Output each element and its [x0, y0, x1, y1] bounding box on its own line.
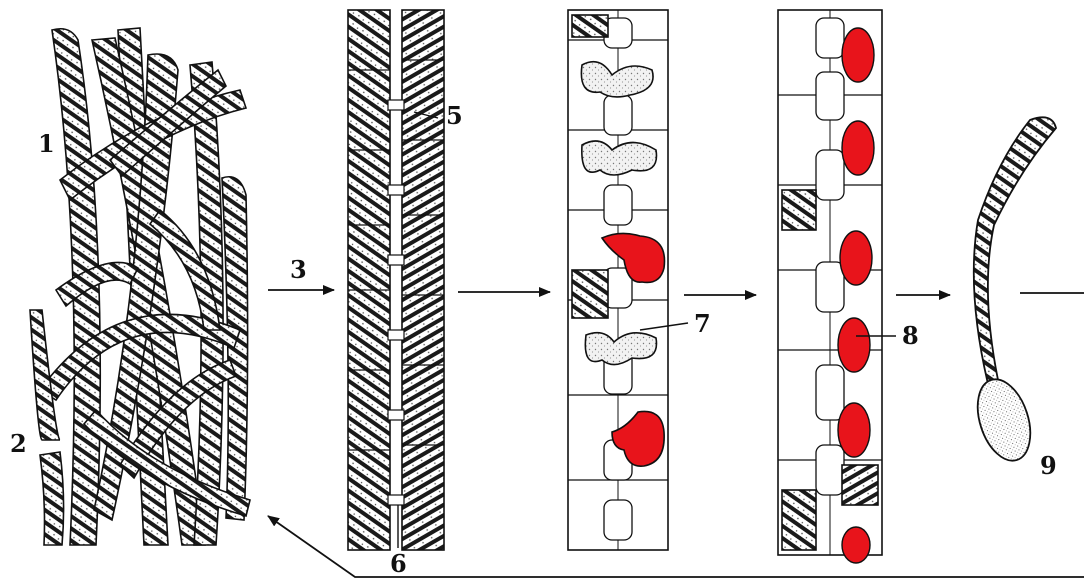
filament — [40, 452, 64, 545]
zygote-stage — [778, 10, 896, 563]
filament-tangle — [30, 28, 250, 545]
filament — [222, 177, 248, 520]
germ-filament — [974, 117, 1056, 384]
filament-right — [402, 10, 444, 550]
zygospore-icon — [968, 373, 1040, 468]
label-7: 7 — [694, 309, 711, 338]
label-3: 3 — [290, 255, 307, 284]
zygospore — [840, 231, 872, 285]
label-1: 1 — [38, 129, 55, 158]
label-8: 8 — [902, 321, 919, 350]
conjugation-stage — [568, 10, 688, 550]
label-2: 2 — [10, 429, 27, 458]
label-9: 9 — [1040, 451, 1057, 480]
zygospore — [842, 121, 874, 175]
label-5: 5 — [446, 101, 463, 130]
zygospore — [838, 403, 870, 457]
filament-left — [348, 10, 390, 550]
zygospore — [838, 318, 870, 372]
zygospore — [842, 527, 870, 563]
label-6: 6 — [390, 549, 407, 578]
conjugating-filaments — [348, 10, 444, 550]
zygospore — [842, 28, 874, 82]
